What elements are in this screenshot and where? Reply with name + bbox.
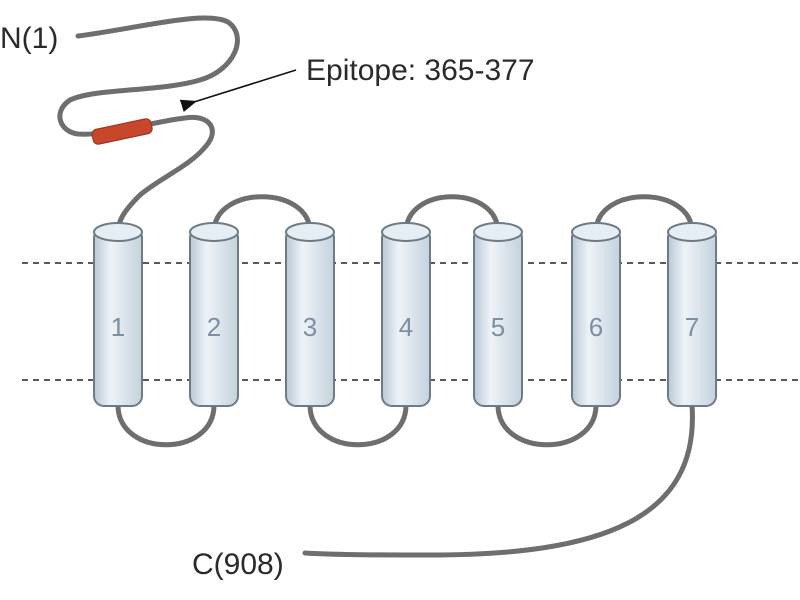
- intracellular-loop-5-6: [495, 402, 599, 448]
- n-terminus-label: N(1): [0, 22, 58, 55]
- c-terminus-label: C(908): [192, 548, 284, 581]
- helix-number: 4: [399, 312, 413, 342]
- helix-2: 2: [189, 222, 239, 407]
- helix-number: 3: [303, 312, 317, 342]
- intracellular-loop-1-2: [115, 402, 217, 448]
- c-terminal-tail: [302, 402, 695, 558]
- helix-5: 5: [473, 222, 523, 407]
- helix-6: 6: [571, 222, 621, 407]
- epitope-label: Epitope: 365-377: [306, 54, 535, 87]
- epitope-marker: [91, 118, 153, 145]
- helix-7: 7: [667, 222, 717, 407]
- helix-number: 5: [491, 312, 505, 342]
- intracellular-loop-3-4: [307, 402, 409, 448]
- helix-3: 3: [285, 222, 335, 407]
- extracellular-loop-2-3: [211, 194, 313, 235]
- helix-number: 6: [589, 312, 603, 342]
- extracellular-loop-4-5: [403, 194, 501, 235]
- n-terminal-tail: [57, 15, 240, 235]
- helix-1: 1: [93, 222, 143, 407]
- helix-number: 7: [685, 312, 699, 342]
- helix-4: 4: [381, 222, 431, 407]
- epitope-arrow: [179, 69, 297, 112]
- helix-number: 2: [207, 312, 221, 342]
- extracellular-loop-6-7: [593, 194, 695, 235]
- helix-number: 1: [111, 312, 125, 342]
